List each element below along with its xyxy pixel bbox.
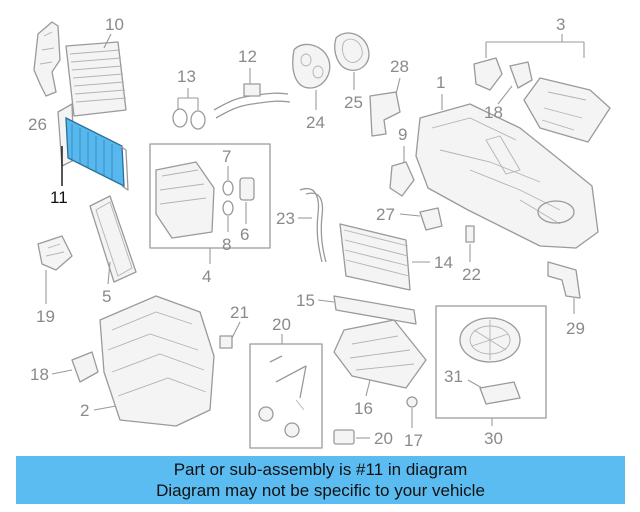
label-12: 12 (238, 47, 257, 66)
part-7-8[interactable] (222, 180, 234, 216)
label-7: 7 (222, 147, 231, 166)
part-14[interactable] (339, 223, 411, 291)
part-20[interactable] (37, 235, 73, 271)
label-11: 11 (50, 188, 68, 207)
label-27: 26 (28, 115, 47, 134)
part-26[interactable] (334, 32, 370, 71)
part-6[interactable] (239, 177, 255, 201)
label-16: 16 (354, 399, 373, 418)
part-32[interactable] (479, 381, 521, 405)
part-18-lower[interactable] (71, 351, 99, 383)
part-16[interactable] (333, 319, 427, 389)
label-18-upper: 18 (484, 103, 503, 122)
part-5[interactable] (89, 195, 137, 283)
group-31-frame (435, 305, 547, 419)
info-banner: Part or sub-assembly is #11 in diagram D… (16, 456, 625, 504)
label-18-lower: 18 (30, 365, 49, 384)
part-1[interactable] (415, 103, 599, 249)
label-10: 10 (105, 15, 124, 34)
label-31: 30 (484, 429, 503, 448)
label-30: 29 (566, 319, 585, 338)
part-2[interactable] (99, 295, 215, 427)
group-21-frame (249, 343, 323, 449)
leader-32 (467, 379, 483, 389)
label-15: 15 (296, 291, 315, 310)
label-17: 17 (404, 431, 423, 450)
leader-13 (177, 88, 199, 110)
label-2: 2 (80, 401, 89, 420)
leader-29 (395, 77, 401, 95)
part-23[interactable] (465, 225, 475, 243)
label-22: 21 (230, 303, 249, 322)
part-4[interactable] (155, 161, 215, 239)
label-21: 20 (272, 315, 291, 334)
label-5: 5 (102, 287, 111, 306)
leader-3 (485, 34, 585, 58)
leader-28 (399, 213, 421, 217)
label-6: 6 (240, 225, 249, 244)
label-1: 1 (436, 73, 445, 92)
part-10[interactable] (65, 41, 127, 117)
leader-5 (107, 261, 111, 285)
part-9[interactable] (389, 161, 415, 197)
leader-22 (231, 321, 241, 339)
label-20: 19 (36, 307, 55, 326)
leader-2 (93, 405, 117, 411)
leader-15 (317, 299, 335, 303)
leader-10 (103, 33, 112, 49)
label-32: 31 (444, 367, 463, 386)
part-22[interactable] (219, 335, 233, 349)
label-24: 23 (276, 209, 295, 228)
label-19: 20 (374, 429, 393, 448)
label-26: 25 (344, 93, 363, 112)
label-14: 14 (434, 253, 453, 272)
label-9: 9 (398, 125, 407, 144)
part-25[interactable] (292, 43, 331, 89)
leader-18-upper (497, 85, 513, 105)
part-18-upper[interactable] (509, 61, 533, 89)
part-15[interactable] (333, 295, 417, 325)
label-23: 22 (462, 265, 481, 284)
part-29[interactable] (369, 91, 401, 137)
leader-16 (365, 379, 371, 397)
part-24[interactable] (299, 188, 327, 263)
part-19[interactable] (333, 429, 355, 445)
part-12[interactable] (213, 83, 291, 119)
label-3: 3 (556, 15, 565, 34)
label-8: 8 (222, 235, 231, 254)
label-13: 13 (177, 67, 196, 86)
label-4: 4 (202, 267, 211, 286)
part-13[interactable] (172, 108, 206, 130)
leader-18-lower (51, 369, 73, 375)
banner-line-2: Diagram may not be specific to your vehi… (156, 481, 485, 500)
part-28[interactable] (419, 207, 443, 231)
part-31[interactable] (459, 317, 521, 363)
label-25: 24 (306, 113, 325, 132)
label-29: 28 (390, 57, 409, 76)
part-30[interactable] (547, 261, 581, 299)
part-11-evaporator[interactable] (57, 103, 129, 191)
part-27[interactable] (33, 21, 61, 97)
banner-line-1: Part or sub-assembly is #11 in diagram (173, 460, 468, 479)
part-21[interactable] (258, 355, 307, 438)
part-17[interactable] (406, 396, 418, 408)
parts-diagram: 26 10 11 5 19 13 12 (28, 15, 611, 450)
part-3[interactable] (473, 57, 611, 143)
label-28: 27 (376, 205, 395, 224)
